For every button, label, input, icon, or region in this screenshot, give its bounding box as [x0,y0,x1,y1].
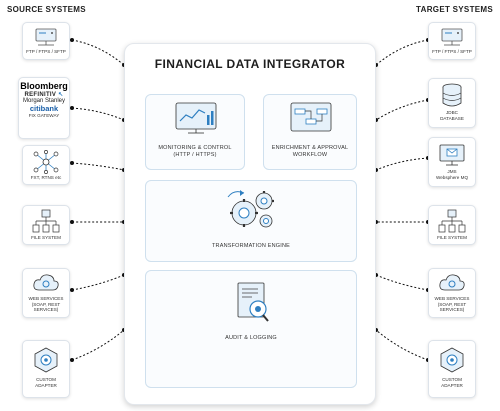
source-custom-adapter-label-1: CUSTOM [36,377,56,382]
source-custom-adapter-label-2: ADAPTER [35,382,57,388]
audit-document-icon [237,282,269,322]
transformation-label: TRANSFORMATION ENGINE [211,243,291,249]
monitoring-control-card[interactable]: MONITORING & CONTROL (HTTP / HTTPS) [145,94,245,170]
target-file-system-box[interactable]: FILE SYSTEM [428,205,476,245]
source-systems-heading: SOURCE SYSTEMS [7,5,86,14]
target-web-services-label-1: WEB SERVICES [434,296,470,301]
source-web-services-box[interactable]: WEB SERVICES (SOAP, REST SERVICES) [22,268,70,318]
source-fxt-label: FXT, RTNS etc [30,175,62,180]
file-tree-icon [32,209,60,233]
source-file-system-label: FILE SYSTEM [31,235,61,240]
refinitiv-logo: REFINITIV ↖ [24,92,64,98]
integrator-title: FINANCIAL DATA INTEGRATOR [154,57,346,71]
database-icon [442,83,462,107]
target-jdbc-label-1: JDBC [446,110,458,115]
morgan-stanley-logo: Morgan Stanley [22,98,66,104]
source-file-system-box[interactable]: FILE SYSTEM [22,205,70,245]
adapter-icon [440,347,464,373]
network-icon [33,150,59,174]
transformation-engine-card[interactable]: TRANSFORMATION ENGINE [145,180,357,262]
target-file-system-label: FILE SYSTEM [437,235,467,240]
enrichment-sublabel: WORKFLOW [292,152,328,158]
target-web-services-box[interactable]: WEB SERVICES (SOAP, REST SERVICES) [428,268,476,318]
target-jdbc-label-2: DATABASE [440,115,464,121]
enrichment-approval-card[interactable]: ENRICHMENT & APPROVAL WORKFLOW [263,94,357,170]
target-jms-label-2: Websphere MQ [435,174,469,180]
cloud-icon [33,274,59,291]
financial-data-integrator-panel: FINANCIAL DATA INTEGRATOR MONITORING & C… [124,43,376,405]
target-ftp-label: FTP / FTPS / SFTP [432,49,472,54]
monitoring-label: MONITORING & CONTROL [158,145,232,151]
source-web-services-label-3: SERVICES) [33,307,59,312]
source-ftp-label: FTP / FTPS / SFTP [26,49,66,54]
target-custom-adapter-label-1: CUSTOM [442,377,462,382]
target-jdbc-box[interactable]: JDBC DATABASE [428,78,476,128]
monitoring-sublabel: (HTTP / HTTPS) [173,152,217,158]
source-fxt-box[interactable]: FXT, RTNS etc [22,145,70,185]
enrichment-label: ENRICHMENT & APPROVAL [271,145,349,151]
source-ftp-box[interactable]: FTP / FTPS / SFTP [22,22,70,60]
target-custom-adapter-box[interactable]: CUSTOM ADAPTER [428,340,476,398]
target-jms-label-1: JMS [447,169,457,174]
server-icon [35,28,57,46]
target-web-services-label-3: SERVICES) [439,307,465,312]
gears-icon [227,190,274,228]
bloomberg-logo: Bloomberg [20,81,68,91]
workflow-icon [290,102,332,132]
audit-logging-card[interactable]: AUDIT & LOGGING [145,270,357,388]
fix-gateway-label: FIX GATEWAY [28,113,60,118]
source-brokers-box[interactable]: Bloomberg REFINITIV ↖ Morgan Stanley cit… [18,77,70,139]
cloud-icon [439,274,465,291]
audit-label: AUDIT & LOGGING [225,335,277,341]
file-tree-icon [438,209,466,233]
target-custom-adapter-label-2: ADAPTER [441,382,463,388]
source-web-services-label-2: (SOAP, REST [31,301,61,307]
server-icon [441,28,463,46]
target-web-services-label-2: (SOAP, REST [437,301,467,307]
target-systems-heading: TARGET SYSTEMS [416,5,493,14]
adapter-icon [34,347,58,373]
source-custom-adapter-box[interactable]: CUSTOM ADAPTER [22,340,70,398]
target-ftp-box[interactable]: FTP / FTPS / SFTP [428,22,476,60]
dashboard-icon [175,102,217,134]
message-queue-icon [439,144,465,166]
source-web-services-label-1: WEB SERVICES [28,296,64,301]
target-jms-box[interactable]: JMS Websphere MQ [428,137,476,187]
citibank-logo: citibank [29,104,59,113]
